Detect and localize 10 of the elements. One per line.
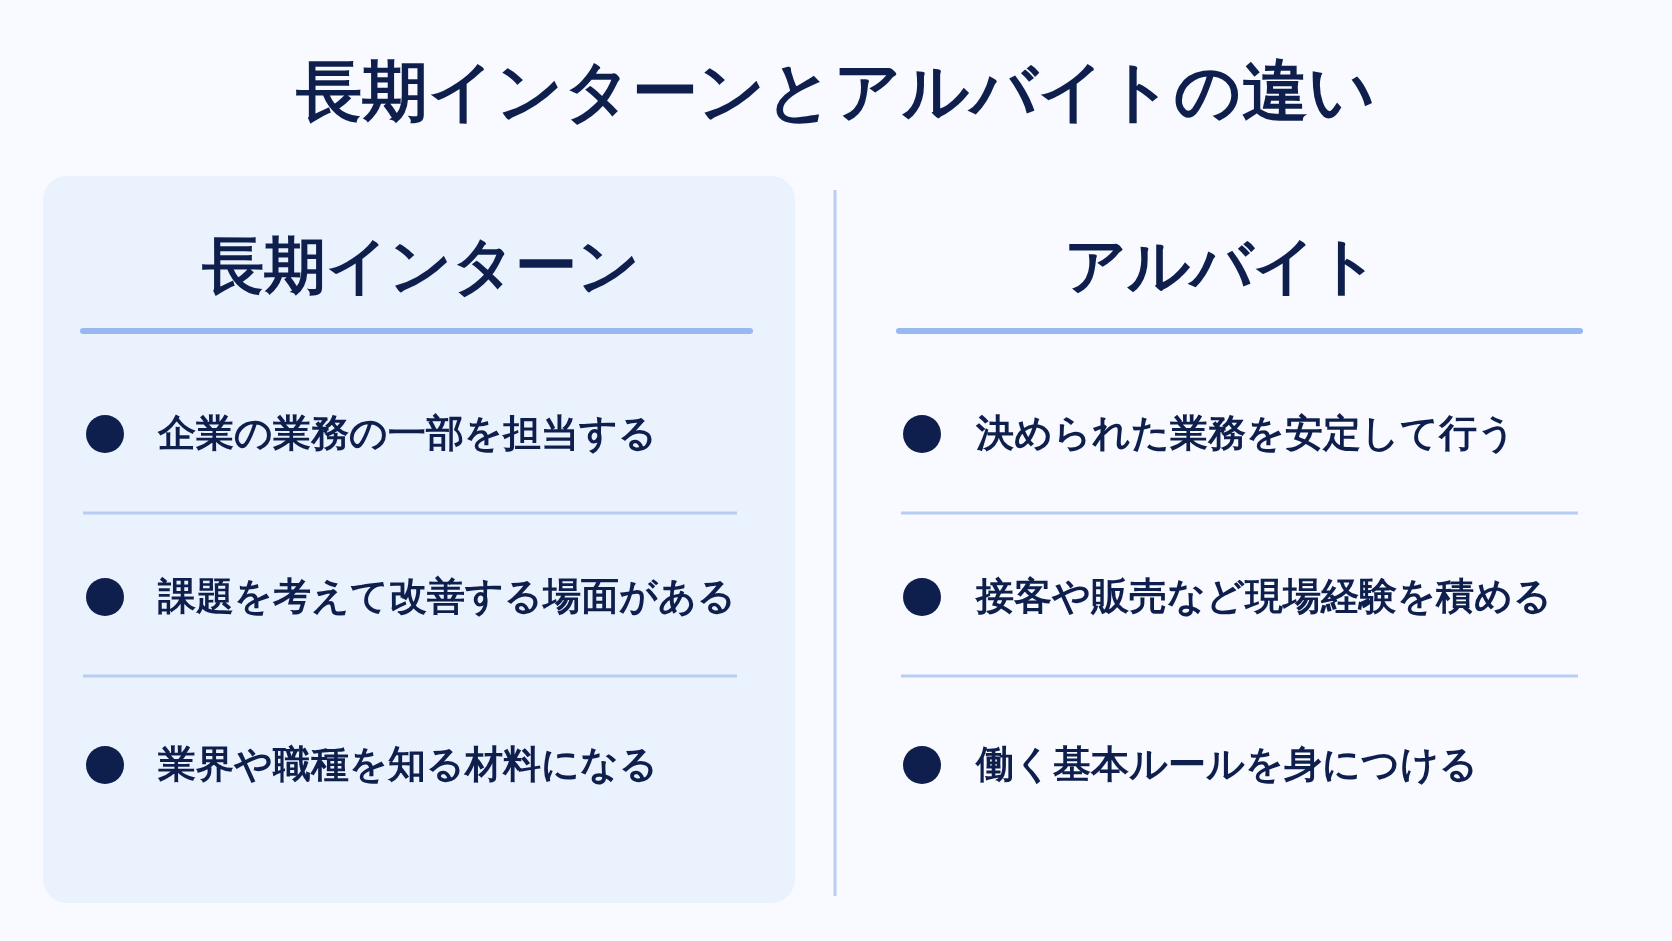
list-item-text: 企業の業務の一部を担当する [158,411,657,457]
column-panel [43,176,795,903]
list-item-text: 業界や職種を知る材料になる [158,742,658,788]
list-item-text: 接客や販売など現場経験を積める [976,574,1552,620]
column-heading: 長期インターン [201,229,641,304]
list-item-text: 課題を考えて改善する場面がある [158,574,736,620]
list-item-text: 働く基本ルールを身につける [976,742,1478,788]
column-heading: アルバイト [1062,229,1380,304]
list-item-text: 決められた業務を安定して行う [976,411,1516,457]
title: 長期インターンとアルバイトの違い [295,52,1377,132]
